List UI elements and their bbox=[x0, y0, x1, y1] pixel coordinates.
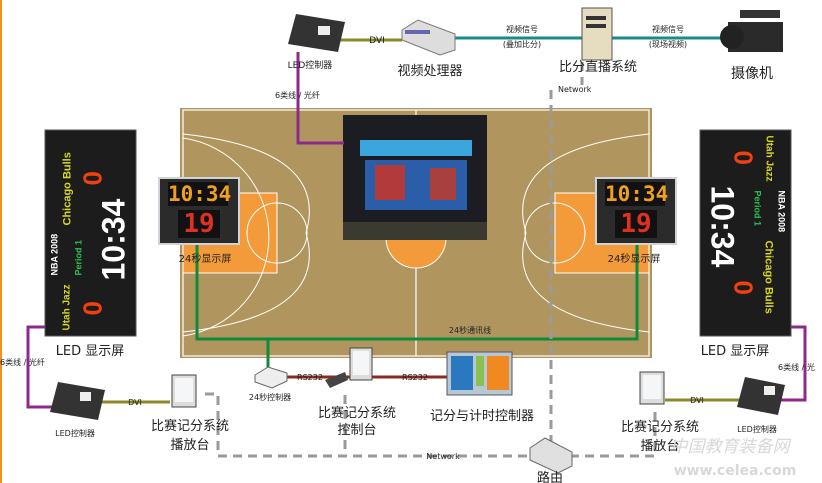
live-system-label: 比分直播系统 bbox=[559, 60, 637, 75]
away-team: Chicago Bulls bbox=[61, 152, 74, 226]
away-score: 0 bbox=[77, 171, 108, 186]
led-left-label: LED 显示屏 bbox=[56, 344, 125, 359]
scoreboard-clock: 10:34 bbox=[95, 198, 132, 281]
led-ctrl-right-label: LED控制器 bbox=[737, 424, 777, 434]
led-controller-top-icon bbox=[288, 14, 345, 52]
video-processor-icon bbox=[401, 19, 456, 56]
home-team: Utah Jazz bbox=[763, 135, 775, 182]
network-label-bottom: Network bbox=[426, 452, 460, 461]
dvi-label-right: DVI bbox=[690, 396, 704, 405]
away-score: 0 bbox=[728, 280, 759, 295]
watermark-cn: 中国教育装备网 bbox=[671, 437, 792, 457]
led-right-label: LED 显示屏 bbox=[701, 344, 770, 359]
cable-label-top: 6类线 / 光纤 bbox=[275, 90, 320, 100]
network-cable bbox=[205, 62, 657, 458]
network-label-top: Network bbox=[558, 85, 592, 94]
shot-clock-controller-icon bbox=[254, 366, 288, 389]
playback-right-label: 比赛记分系统 bbox=[621, 419, 699, 435]
jumbotron-photo bbox=[343, 115, 487, 240]
game-clock: 10:34 bbox=[605, 182, 669, 206]
home-score: 0 bbox=[728, 150, 759, 165]
purple-cable-left bbox=[26, 325, 55, 409]
console-sub-label: 控制台 bbox=[337, 423, 376, 438]
shot-clock: 19 bbox=[178, 210, 220, 238]
playback-monitor-right-icon bbox=[639, 371, 665, 405]
scoreboard-clock: 10:34 bbox=[704, 185, 741, 268]
shot-clock-display-left: 10:34 19 bbox=[158, 177, 240, 245]
dvi-label-left: DVI bbox=[128, 398, 142, 407]
led-scoreboard-right: NBA 2008 Utah Jazz Chicago Bulls Period … bbox=[699, 129, 792, 337]
router-label: 路由 bbox=[537, 470, 563, 483]
away-team: Chicago Bulls bbox=[762, 240, 775, 314]
shot-display-left-label: 24秒显示屏 bbox=[179, 252, 232, 265]
led-controller-left-icon bbox=[50, 382, 105, 420]
playback-left-sub-label: 播放台 bbox=[170, 438, 209, 453]
led-ctrl-left-label: LED控制器 bbox=[55, 428, 95, 438]
scoreboard-title: NBA 2008 bbox=[776, 190, 787, 233]
period: Period 1 bbox=[752, 190, 763, 227]
timer-controller-panel bbox=[446, 351, 513, 396]
shot-display-right-label: 24秒显示屏 bbox=[608, 252, 661, 265]
timer-controller-label: 记分与计时控制器 bbox=[430, 409, 534, 424]
led-controller-top-label: LED控制器 bbox=[288, 59, 333, 71]
playback-monitor-left-icon bbox=[171, 374, 197, 408]
server-icon bbox=[581, 7, 613, 61]
game-clock: 10:34 bbox=[168, 182, 232, 206]
signal2-label: 视频信号 bbox=[652, 24, 684, 34]
signal2-sub-label: (现场视频) bbox=[649, 39, 687, 49]
led-scoreboard-left: NBA 2008 Utah Jazz Chicago Bulls Period … bbox=[44, 129, 137, 337]
shot-controller-label: 24秒控制器 bbox=[249, 392, 291, 402]
purple-cable-right bbox=[778, 325, 807, 402]
purple-cable-top bbox=[296, 52, 344, 145]
watermark-url: www.celea.com bbox=[674, 463, 797, 479]
camera-icon bbox=[720, 10, 783, 52]
cable-label-right: 6类线 / 光 bbox=[778, 362, 815, 372]
home-team: Utah Jazz bbox=[61, 284, 73, 331]
dvi-label-top: DVI bbox=[369, 36, 385, 46]
console-label: 比赛记分系统 bbox=[318, 405, 396, 421]
period: Period 1 bbox=[73, 239, 84, 276]
scoreboard-title: NBA 2008 bbox=[49, 233, 60, 276]
cable-label-left: 6类线 / 光纤 bbox=[0, 357, 45, 367]
shot-clock-comm-line bbox=[195, 243, 639, 341]
signal1-label: 视频信号 bbox=[506, 24, 538, 34]
console-monitor-icon bbox=[325, 347, 373, 388]
signal1-sub-label: (叠加比分) bbox=[503, 39, 541, 49]
router-icon bbox=[529, 437, 573, 474]
video-processor-label: 视频处理器 bbox=[397, 64, 462, 79]
rs232-label-a: RS232 bbox=[297, 373, 323, 382]
comm-line-label: 24秒通讯线 bbox=[449, 325, 491, 335]
home-score: 0 bbox=[77, 301, 108, 316]
led-controller-right-icon bbox=[737, 377, 785, 415]
shot-clock-display-right: 10:34 19 bbox=[595, 177, 677, 245]
playback-left-label: 比赛记分系统 bbox=[151, 418, 229, 434]
rs232-label-b: RS232 bbox=[402, 373, 428, 382]
camera-label: 摄像机 bbox=[731, 66, 773, 82]
shot-clock: 19 bbox=[615, 210, 657, 238]
playback-right-sub-label: 播放台 bbox=[640, 439, 679, 454]
